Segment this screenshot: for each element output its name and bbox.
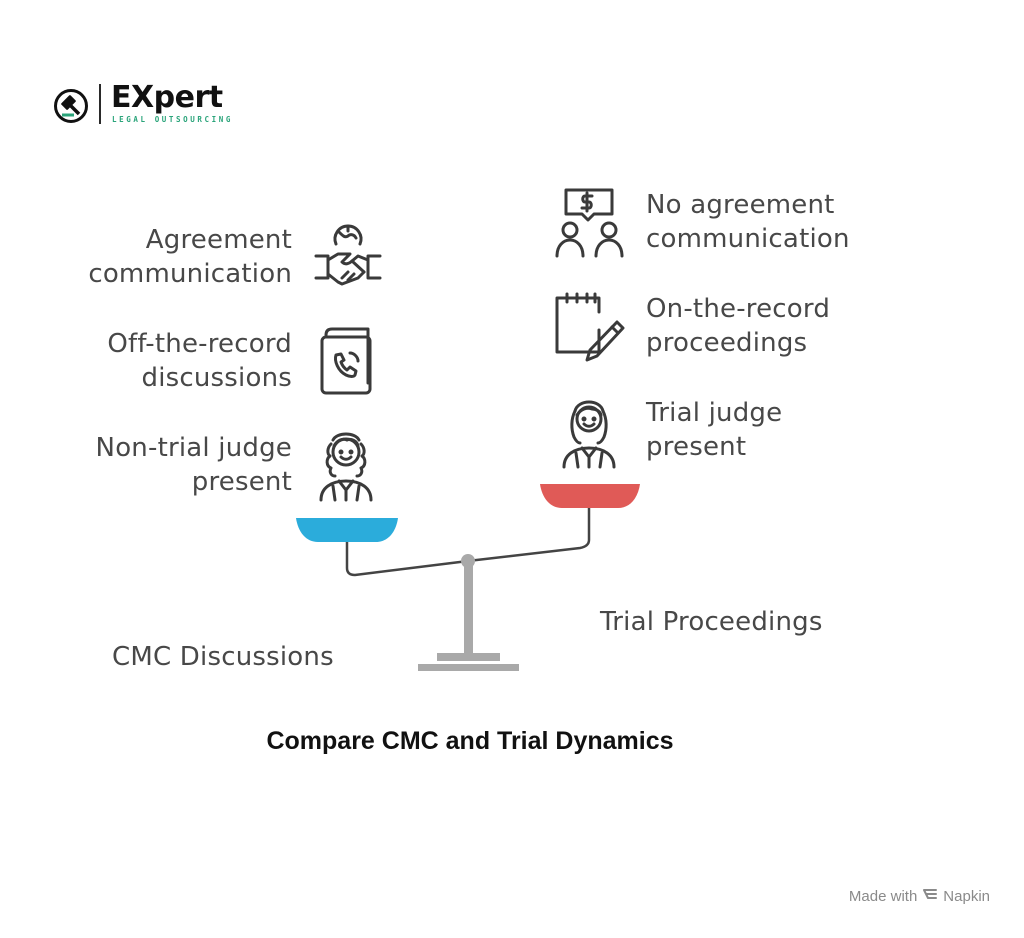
left-pan xyxy=(296,518,398,542)
dollar-speech-people-icon xyxy=(554,186,626,258)
footer-text: Made with xyxy=(848,887,918,905)
judge-icon xyxy=(556,393,622,469)
napkin-logo-icon xyxy=(922,887,938,905)
scale-base-bottom xyxy=(418,664,519,671)
logo-divider xyxy=(99,84,101,124)
logo-tagline: LEGAL OUTSOURCING xyxy=(112,115,233,124)
scale-base-top xyxy=(437,653,500,661)
scale-post xyxy=(464,562,473,654)
footer-brand: Napkin xyxy=(943,887,990,905)
logo-wordmark: EXpert xyxy=(111,80,223,115)
phone-book-icon xyxy=(318,325,376,397)
left-side-title: CMC Discussions xyxy=(112,642,334,672)
notepad-pencil-icon xyxy=(553,290,629,364)
handshake-globe-icon xyxy=(312,222,384,292)
judge-icon xyxy=(313,426,379,502)
right-pan xyxy=(540,484,640,508)
footer: Made with Napkin xyxy=(849,887,990,905)
gavel-logo-icon xyxy=(53,88,89,124)
right-side-title: Trial Proceedings xyxy=(600,607,823,637)
diagram-title: Compare CMC and Trial Dynamics xyxy=(266,727,674,755)
scale-pivot xyxy=(461,554,475,568)
